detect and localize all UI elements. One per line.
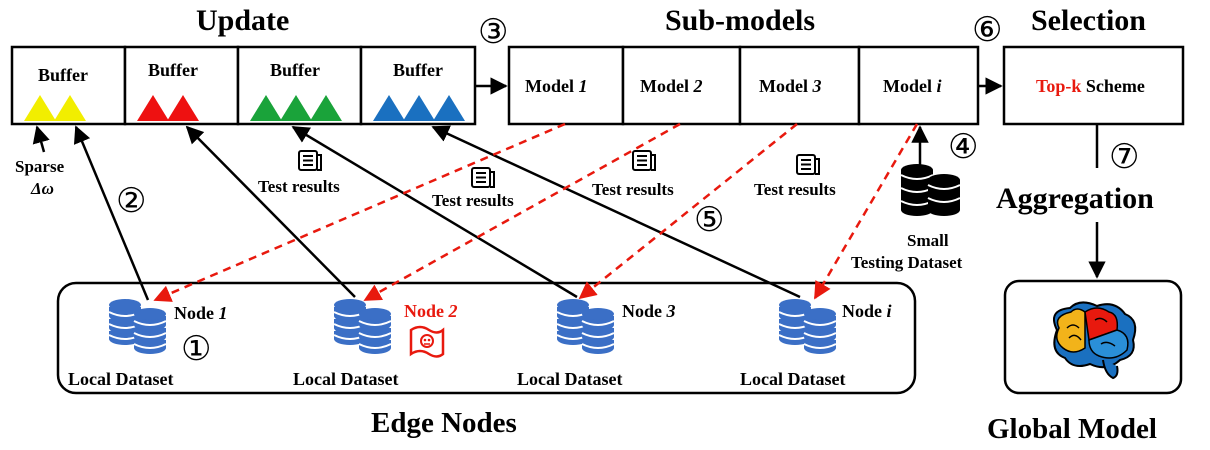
- document-icon: [796, 154, 820, 175]
- model-label-1: Model 1: [525, 76, 588, 96]
- step-2: ②: [116, 181, 147, 221]
- local-dataset-label: Local Dataset: [293, 369, 399, 389]
- buffer-triangle: [433, 95, 465, 121]
- document-icon: [298, 150, 322, 171]
- small-dataset-label: Small: [907, 231, 949, 250]
- buffer-triangle: [167, 95, 199, 121]
- node-label-i: Node i: [842, 301, 892, 321]
- buffer-triangle: [310, 95, 342, 121]
- buffer-label: Buffer: [38, 65, 88, 85]
- step-6: ⑥: [972, 10, 1003, 50]
- node-label-3: Node 3: [622, 301, 676, 321]
- topk-scheme-label: Top-k Scheme: [1036, 76, 1145, 96]
- step-3: ③: [478, 12, 509, 52]
- buffer-triangle: [403, 95, 435, 121]
- buffer-triangle: [137, 95, 169, 121]
- heading-edge-nodes: Edge Nodes: [371, 407, 517, 439]
- model-label-i: Model i: [883, 76, 942, 96]
- step-1: ①: [181, 329, 212, 369]
- document-icon: [632, 150, 656, 171]
- buffer-triangles: [24, 95, 465, 121]
- heading-submodels: Sub-models: [665, 4, 816, 37]
- buffer-label: Buffer: [393, 60, 443, 80]
- buffer-label: Buffer: [148, 60, 198, 80]
- skull-flag-icon: [409, 325, 445, 358]
- node-label-1: Node 1: [174, 303, 228, 323]
- node-label-2: Node 2: [404, 301, 458, 321]
- model-label-3: Model 3: [759, 76, 822, 96]
- database-icon: [900, 164, 961, 216]
- step-5: ⑤: [694, 200, 725, 240]
- buffer-label: Buffer: [270, 60, 320, 80]
- selection-box: [1002, 45, 1185, 126]
- sparse-label: Sparse: [15, 157, 65, 176]
- model-row: [507, 45, 980, 126]
- buffer-triangle: [24, 95, 56, 121]
- model-label-2: Model 2: [640, 76, 703, 96]
- heading-selection: Selection: [1031, 4, 1146, 37]
- test-result-arrows: [153, 122, 919, 302]
- buffer-triangle: [280, 95, 312, 121]
- buffer-triangle: [54, 95, 86, 121]
- brain-icon: [1053, 301, 1137, 380]
- heading-update: Update: [196, 4, 290, 37]
- test-results-label: Test results: [258, 177, 340, 196]
- test-results-label: Test results: [592, 180, 674, 199]
- buffer-triangle: [373, 95, 405, 121]
- test-results-label: Test results: [432, 191, 514, 210]
- step-4: ④: [948, 127, 979, 167]
- testing-dataset-label: Testing Dataset: [851, 253, 963, 272]
- step-7: ⑦: [1109, 137, 1140, 177]
- local-dataset-label: Local Dataset: [517, 369, 623, 389]
- document-icon: [471, 167, 495, 188]
- upload-arrows: [73, 125, 801, 301]
- delta-omega-label: Δω: [31, 179, 54, 198]
- edge-nodes-box: [56, 281, 917, 395]
- sparse-arrow: [32, 125, 50, 153]
- buffer-triangle: [250, 95, 282, 121]
- heading-global-model: Global Model: [987, 413, 1157, 445]
- local-dataset-label: Local Dataset: [68, 369, 174, 389]
- buffer-row: [10, 45, 477, 126]
- heading-aggregation: Aggregation: [996, 182, 1154, 215]
- local-dataset-label: Local Dataset: [740, 369, 846, 389]
- test-results-label: Test results: [754, 180, 836, 199]
